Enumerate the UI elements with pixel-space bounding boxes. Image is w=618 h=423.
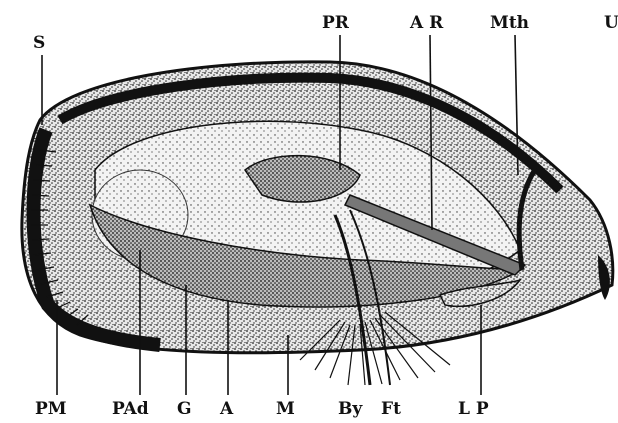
label-PR: PR [322, 13, 350, 33]
label-By: By [338, 399, 363, 419]
label-PM: PM [35, 399, 67, 419]
label-Ft: Ft [381, 399, 401, 419]
label-M: M [276, 399, 295, 419]
label-Mth: Mth [490, 13, 529, 33]
label-AR: A R [409, 13, 444, 33]
label-PAd: PAd [112, 399, 149, 419]
label-U: U [604, 13, 618, 33]
label-LP: L P [458, 399, 489, 419]
label-G: G [177, 399, 192, 419]
label-S: S [33, 33, 45, 53]
label-A: A [219, 399, 234, 419]
